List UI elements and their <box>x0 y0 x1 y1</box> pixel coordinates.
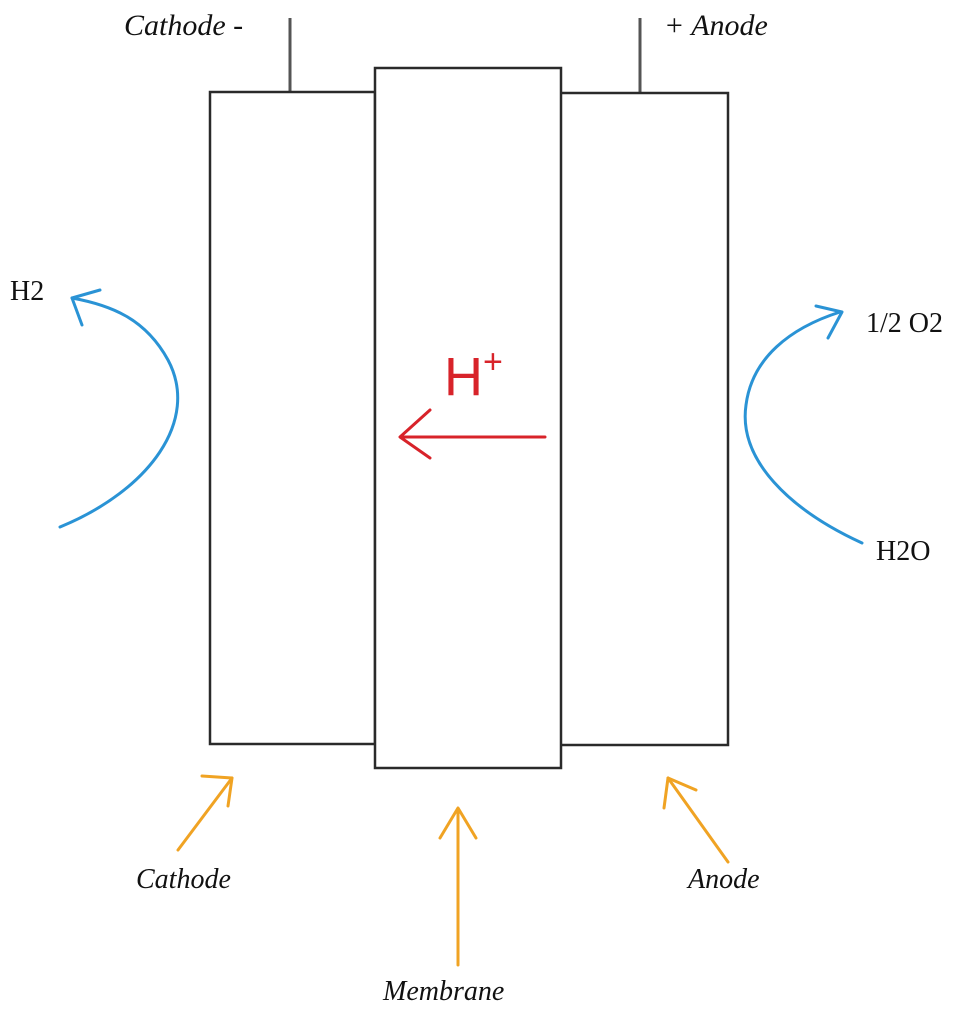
anode-part-label: Anode <box>686 864 760 895</box>
cathode-terminal-label: Cathode - <box>124 9 243 42</box>
membrane-plate <box>373 66 563 770</box>
cathode-plate <box>208 90 377 746</box>
ion-label: H+ <box>444 343 503 407</box>
membrane-part-label: Membrane <box>382 976 504 1007</box>
o2-output-label: 1/2 O2 <box>866 308 943 339</box>
h2o-input-label: H2O <box>876 536 930 567</box>
water-oxygen-arrow <box>743 304 864 545</box>
ion-label-superscript: + <box>483 343 503 381</box>
cathode-pointer-arrow <box>176 774 234 852</box>
ion-arrow <box>398 408 547 460</box>
anode-terminal-label: + Anode <box>664 9 768 42</box>
membrane-pointer-arrow <box>438 806 478 967</box>
anode-pointer-arrow <box>662 776 730 864</box>
cathode-part-label: Cathode <box>136 864 231 895</box>
h2-output-arrow <box>58 288 180 529</box>
h2-output-label: H2 <box>10 276 44 307</box>
ion-label-main: H <box>444 347 483 407</box>
anode-plate <box>558 91 730 747</box>
